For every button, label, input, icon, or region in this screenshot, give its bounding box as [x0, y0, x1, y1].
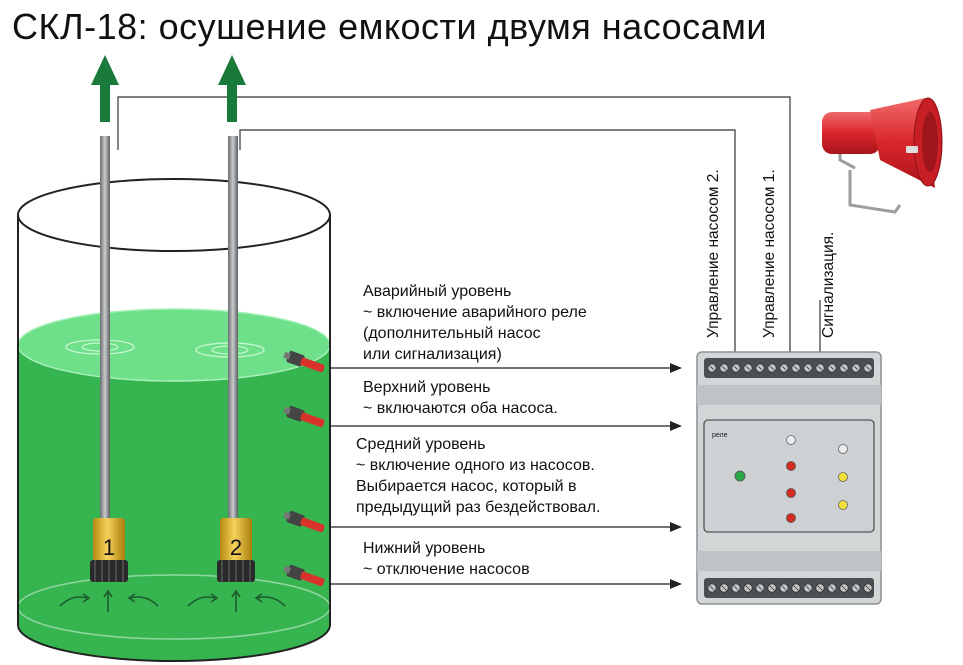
led-red	[786, 513, 796, 523]
terminal-screw-slot	[709, 585, 715, 591]
signal-arrows	[330, 363, 682, 589]
relay-device-icon: реле	[696, 351, 882, 605]
terminal-screw-slot	[805, 585, 811, 591]
led-yellow	[838, 472, 848, 482]
pump-2-number: 2	[230, 535, 242, 560]
label-line: или сигнализация)	[363, 346, 502, 363]
level-probes	[283, 350, 325, 587]
led-green	[734, 470, 746, 482]
siren-icon	[822, 97, 943, 214]
terminal-screw-slot	[781, 585, 787, 591]
led-off	[838, 444, 848, 454]
terminal-screw-slot	[745, 585, 751, 591]
level-probe-icon	[283, 350, 325, 373]
terminal-screw-slot	[781, 365, 787, 371]
label-line: ~ включение одного из насосов.	[356, 457, 595, 474]
terminal-screw-slot	[817, 365, 823, 371]
terminal-screw-slot	[793, 365, 799, 371]
terminal-screw-slot	[829, 365, 835, 371]
pump-1-number: 1	[103, 535, 115, 560]
terminal-screw-slot	[853, 585, 859, 591]
level-probe-icon	[283, 510, 325, 533]
flow-arrow-icon	[218, 55, 246, 122]
terminal-screw-slot	[721, 365, 727, 371]
terminal-screw-slot	[817, 585, 823, 591]
terminal-screw-slot	[757, 365, 763, 371]
pump-icon	[220, 518, 252, 566]
label-line: Выбирается насос, который в	[356, 478, 577, 495]
label-line: Средний уровень	[356, 436, 486, 453]
terminal-screw-slot	[733, 365, 739, 371]
label-middle-level: Средний уровень ~ включение одного из на…	[356, 434, 600, 518]
terminal-screw-slot	[769, 365, 775, 371]
terminal-screw-slot	[853, 365, 859, 371]
intake-arrows	[59, 589, 286, 612]
label-lower-level: Нижний уровень ~ отключение насосов	[363, 538, 530, 580]
terminal-screw-slot	[841, 365, 847, 371]
brand-logo: реле	[712, 432, 728, 439]
terminal-screw-slot	[829, 585, 835, 591]
terminal-screw-slot	[721, 585, 727, 591]
terminal-screw-slot	[841, 585, 847, 591]
pump-icon	[93, 518, 125, 566]
tank	[17, 178, 331, 662]
led-red	[786, 488, 796, 498]
terminal-screw-slot	[745, 365, 751, 371]
water-body	[18, 345, 330, 661]
label-line: Нижний уровень	[363, 540, 486, 557]
led-red	[786, 461, 796, 471]
pump-pipe	[100, 136, 110, 521]
label-line: ~ включаются оба насоса.	[363, 400, 558, 417]
control-lines	[117, 96, 821, 358]
led-yellow	[838, 500, 848, 510]
terminal-screw-slot	[757, 585, 763, 591]
terminal-screw-slot	[709, 365, 715, 371]
label-pump1-control: Управление насосом 1.	[761, 169, 778, 338]
label-line: предыдущий раз бездействовал.	[356, 499, 601, 516]
label-line: ~ отключение насосов	[363, 561, 530, 578]
terminal-screw-slot	[769, 585, 775, 591]
terminal-screw-slot	[865, 585, 871, 591]
label-line: Аварийный уровень	[363, 283, 512, 300]
pump-2: 2	[217, 55, 255, 582]
terminal-screw-slot	[865, 365, 871, 371]
pump-pipe	[228, 136, 238, 521]
page-title: СКЛ-18: осушение емкости двумя насосами	[12, 6, 768, 47]
terminal-screw-slot	[793, 585, 799, 591]
label-line: ~ включение аварийного реле	[363, 304, 587, 321]
label-alarm: Сигнализация.	[820, 231, 837, 338]
terminal-screw-slot	[805, 365, 811, 371]
water-surface	[17, 308, 331, 382]
label-line: (дополнительный насос	[363, 325, 541, 342]
terminal-screw-slot	[733, 585, 739, 591]
label-emergency-level: Аварийный уровень ~ включение аварийного…	[363, 281, 587, 365]
level-probe-icon	[283, 405, 325, 428]
level-probe-icon	[283, 564, 325, 587]
label-upper-level: Верхний уровень ~ включаются оба насоса.	[363, 377, 558, 419]
label-line: Верхний уровень	[363, 379, 491, 396]
label-pump2-control: Управление насосом 2.	[705, 169, 722, 338]
flow-arrow-icon	[91, 55, 119, 122]
led-off	[786, 435, 796, 445]
pump-1: 1	[90, 55, 128, 582]
